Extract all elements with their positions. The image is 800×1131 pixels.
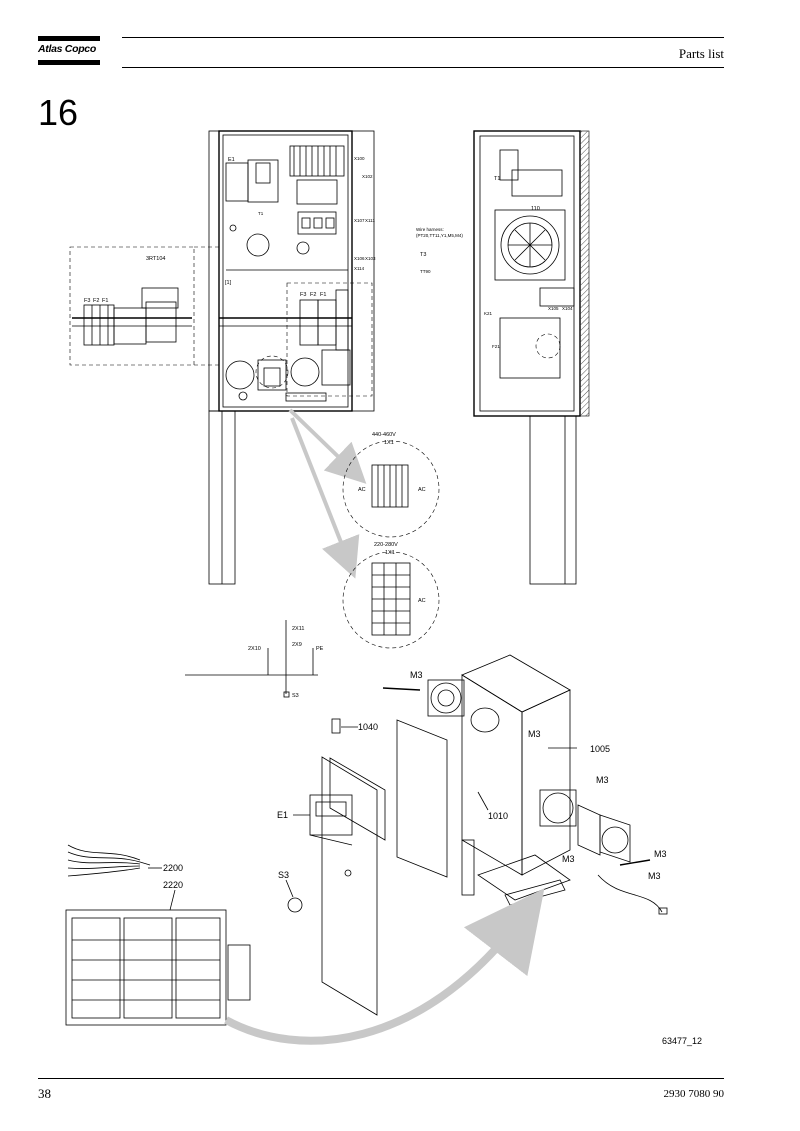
logo-text: Atlas Copco (38, 43, 96, 55)
callout-m3-screw: M3 (654, 849, 667, 859)
wiring-2x10: 2X10 (248, 646, 261, 652)
cabinet-front-view: E1 T1 [1] X100 X102 X107 X111 X106 X103 … (208, 130, 376, 585)
label-k1: [1] (225, 280, 232, 286)
callout-2220: 2220 (163, 880, 183, 890)
callout-m3-mid: M3 (528, 729, 541, 739)
cabinet-side-view: T1 110 Wire harness: (PT20,TT11,Y1,M5,M4… (416, 130, 590, 585)
label-x105: X105 (548, 306, 559, 311)
footer-rule (38, 1078, 724, 1079)
label-x100: X100 (354, 156, 365, 161)
logo-bar-top (38, 36, 100, 41)
document-number: 2930 7080 90 (663, 1088, 725, 1100)
label-t1-cabinet: T1 (258, 211, 264, 216)
label-f3-right: F3 (300, 292, 306, 298)
detail-220-ac-right: AC (418, 598, 426, 604)
detail-440-voltage: 440-460V (372, 432, 396, 438)
header-rule-top (122, 37, 724, 38)
callout-1010: 1010 (488, 811, 508, 821)
detail-220-voltage: 220-280V (374, 542, 398, 548)
wiring-diagram: 2X11 2X9 2X10 PE S3 (185, 620, 324, 699)
label-k21: K21 (484, 311, 493, 316)
wiring-s3: S3 (292, 693, 299, 699)
callout-m3-bottom: M3 (562, 854, 575, 864)
label-x107: X107 (354, 218, 365, 223)
page-number: 38 (38, 1086, 51, 1101)
label-x111: X111 (365, 218, 375, 223)
callout-2200: 2200 (163, 863, 183, 873)
wiring-2x9: 2X9 (292, 642, 302, 648)
callout-1040: 1040 (358, 722, 378, 732)
label-x103: X103 (365, 256, 376, 261)
callout-e1: E1 (277, 810, 288, 820)
label-f3-detail: F3 (84, 298, 90, 304)
label-tt90: TT90 (420, 269, 431, 274)
detail-3rt104: 3RT104 F3 F2 F1 (69, 246, 219, 366)
label-x114: X114 (354, 266, 365, 271)
label-x104: X104 (562, 306, 573, 311)
label-110: 110 (531, 206, 540, 212)
figure-id: 63477_12 (662, 1036, 702, 1046)
callout-m3-top: M3 (410, 670, 423, 680)
wire-harness-line2: (PT20,TT11,Y1,M5,M4) (416, 233, 463, 238)
label-x106: X106 (354, 256, 365, 261)
detail-440-ac-right: AC (418, 487, 426, 493)
exploded-enclosure: M3 1040 M3 1005 M3 1010 E1 M3 M3 M3 S3 2… (65, 654, 668, 1045)
wiring-2x11: 2X11 (292, 626, 304, 632)
label-x102: X102 (362, 174, 373, 179)
page-header-title: Parts list (678, 46, 724, 61)
section-number: 16 (38, 92, 79, 133)
atlas-copco-logo: Atlas Copco (38, 36, 100, 68)
detail-220-280v: 220-280V 1X1 AC (342, 542, 440, 649)
detail-440-terminal: 1X1 (384, 440, 394, 446)
header-rule-bottom (122, 67, 724, 68)
label-e1-cabinet: E1 (228, 157, 235, 163)
wire-harness-line1: Wire harness: (416, 227, 444, 232)
callout-m3-fan: M3 (596, 775, 609, 785)
detail-440-ac-left: AC (358, 487, 366, 493)
label-f1-detail: F1 (102, 298, 108, 304)
callout-s3: S3 (278, 870, 289, 880)
label-f1-right: F1 (320, 292, 326, 298)
label-t1-side: T1 (494, 176, 500, 182)
callout-m3-cable: M3 (648, 871, 661, 881)
label-t3: T3 (420, 252, 426, 258)
wiring-pe: PE (316, 646, 324, 652)
detail-440-460v: 440-460V 1X1 AC AC (342, 432, 440, 538)
label-3rt104: 3RT104 (146, 256, 165, 262)
label-f21: F21 (492, 344, 500, 349)
label-f2-right: F2 (310, 292, 316, 298)
detail-220-terminal: 1X1 (385, 550, 395, 556)
label-f2-detail: F2 (93, 298, 99, 304)
logo-bar-bottom (38, 60, 100, 65)
callout-1005: 1005 (590, 744, 610, 754)
